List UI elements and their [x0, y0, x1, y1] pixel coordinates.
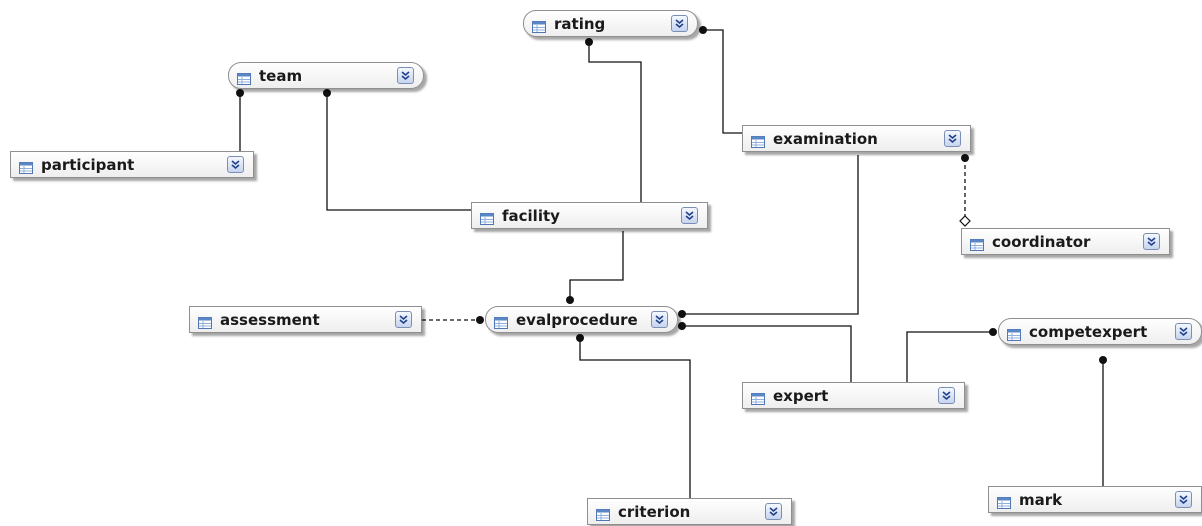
expand-chevron-icon[interactable] [1143, 233, 1160, 250]
relationship-line[interactable] [326, 93, 471, 211]
entity-mark[interactable]: mark [988, 486, 1202, 513]
expand-chevron-icon[interactable] [395, 311, 412, 328]
relationship-rating-facility[interactable] [585, 38, 642, 202]
entity-name: coordinator [992, 232, 1091, 251]
entity-team[interactable]: team [228, 62, 424, 89]
table-icon [751, 390, 765, 405]
relationship-assessment-evalprocedure[interactable] [422, 316, 484, 324]
relationship-line[interactable] [703, 29, 742, 134]
relationship-endpoint-dot [961, 154, 969, 162]
relationship-endpoint-dot [323, 89, 331, 97]
relationship-line[interactable] [906, 331, 993, 382]
entity-name: rating [554, 14, 606, 33]
relationship-endpoint-dot [476, 316, 484, 324]
relationship-endpoint-dot [236, 89, 244, 97]
entity-facility[interactable]: facility [471, 202, 708, 229]
relationship-evalprocedure-criterion[interactable] [576, 334, 691, 498]
relationship-competexpert-expert[interactable] [906, 328, 997, 382]
relationship-endpoint-diamond [959, 215, 971, 227]
table-icon [596, 506, 610, 521]
relationship-line[interactable] [682, 325, 852, 382]
entity-name: team [259, 66, 303, 85]
relationship-line[interactable] [588, 42, 642, 202]
relationship-facility-evalprocedure[interactable] [566, 231, 624, 304]
entity-name: assessment [220, 310, 320, 329]
entity-participant[interactable]: participant [10, 151, 254, 178]
expand-chevron-icon[interactable] [765, 503, 782, 520]
expand-chevron-icon[interactable] [681, 207, 698, 224]
entity-coordinator[interactable]: coordinator [961, 228, 1170, 255]
entity-expert[interactable]: expert [742, 382, 965, 409]
entity-rating[interactable]: rating [523, 10, 698, 37]
relationship-competexpert-mark[interactable] [1099, 356, 1107, 486]
relationship-endpoint-dot [576, 334, 584, 342]
expand-chevron-icon[interactable] [227, 156, 244, 173]
entity-name: competexpert [1029, 322, 1148, 341]
relationship-endpoint-dot [989, 328, 997, 336]
relationship-endpoint-dot [678, 322, 686, 330]
entity-competexpert[interactable]: competexpert [998, 318, 1202, 345]
entity-name: participant [41, 155, 135, 174]
relationship-examination-evalprocedure[interactable] [678, 155, 859, 318]
entity-name: facility [502, 206, 560, 225]
expand-chevron-icon[interactable] [944, 130, 961, 147]
entity-name: evalprocedure [516, 310, 638, 329]
entity-name: criterion [618, 502, 691, 521]
expand-chevron-icon[interactable] [938, 387, 955, 404]
table-icon [970, 236, 984, 251]
entity-name: mark [1019, 490, 1063, 509]
table-icon [237, 70, 251, 85]
table-icon [997, 494, 1011, 509]
relationship-endpoint-dot [566, 296, 574, 304]
entity-criterion[interactable]: criterion [587, 498, 792, 525]
relationship-team-facility[interactable] [323, 89, 471, 211]
relationship-team-participant[interactable] [236, 89, 244, 151]
expand-chevron-icon[interactable] [671, 15, 688, 32]
relationship-endpoint-dot [678, 310, 686, 318]
table-icon [198, 314, 212, 329]
relationship-rating-examination[interactable] [699, 26, 742, 134]
table-icon [494, 314, 508, 329]
expand-chevron-icon[interactable] [1175, 491, 1192, 508]
expand-chevron-icon[interactable] [651, 311, 668, 328]
table-icon [19, 159, 33, 174]
expand-chevron-icon[interactable] [397, 67, 414, 84]
relationship-evalprocedure-expert[interactable] [678, 322, 852, 382]
relationship-line[interactable] [569, 231, 624, 300]
relationship-line[interactable] [579, 338, 691, 498]
table-icon [532, 18, 546, 33]
relationship-line[interactable] [682, 155, 859, 315]
table-icon [480, 210, 494, 225]
table-icon [1007, 326, 1021, 341]
relationship-endpoint-dot [585, 38, 593, 46]
entity-assessment[interactable]: assessment [189, 306, 422, 333]
entity-name: examination [773, 129, 878, 148]
relationship-endpoint-dot [699, 26, 707, 34]
relationship-endpoint-dot [1099, 356, 1107, 364]
expand-chevron-icon[interactable] [1175, 323, 1192, 340]
entity-name: expert [773, 386, 829, 405]
entity-examination[interactable]: examination [742, 125, 971, 152]
entity-evalprocedure[interactable]: evalprocedure [485, 306, 678, 333]
table-icon [751, 133, 765, 148]
relationship-examination-coordinator[interactable] [959, 154, 971, 227]
